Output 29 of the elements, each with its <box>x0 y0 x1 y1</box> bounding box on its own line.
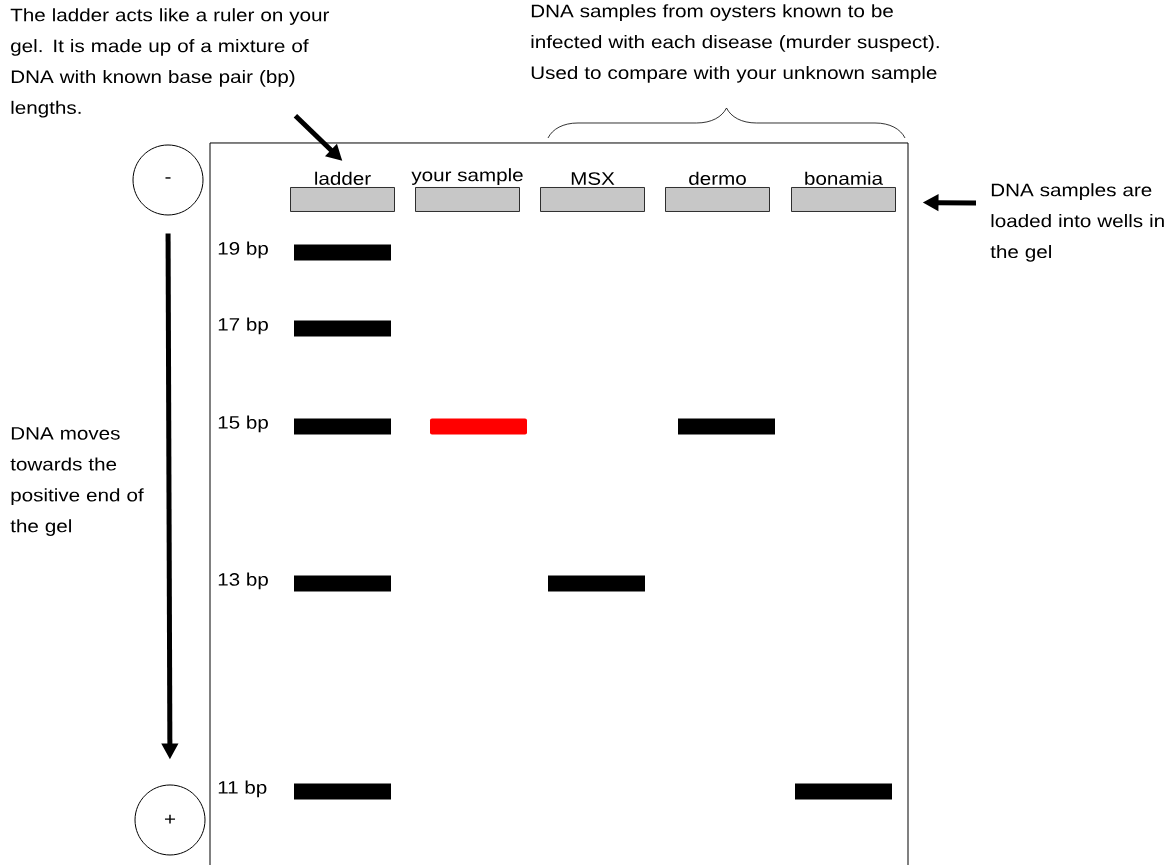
sample-well: bonamia <box>791 171 896 212</box>
dna-band <box>678 418 775 435</box>
sample-well: ladder <box>290 171 395 212</box>
node-label: MSX <box>571 172 615 185</box>
sample-well: your sample <box>411 168 523 212</box>
dna-band <box>294 320 391 337</box>
dna-band <box>294 783 391 800</box>
size-label: 17 bp <box>218 317 268 335</box>
dna-band <box>294 244 391 261</box>
dna-band <box>430 418 527 435</box>
dna-band <box>548 575 645 592</box>
gel-box <box>209 142 909 865</box>
size-label: 13 bp <box>218 572 268 590</box>
dna-band <box>294 575 391 592</box>
note-text: DNA samples from oysters known to be infected with each disease (murder suspect). Used to compare with your unknown sample <box>531 4 939 83</box>
node-label: dermo <box>689 171 746 185</box>
size-label: 19 bp <box>218 241 268 259</box>
size-label: 15 bp <box>218 415 268 433</box>
node-label: bonamia <box>805 171 884 185</box>
dna-band <box>294 418 391 435</box>
annotation-text: DNA samples are loaded into wells in the gel <box>990 183 1164 262</box>
sample-well: dermo <box>665 171 770 212</box>
dna-band <box>795 783 892 800</box>
node-label: ladder <box>315 171 371 185</box>
size-label: 11 bp <box>218 780 267 798</box>
annotation-text: The ladder acts like a ruler on your gel. It is made up of a mixture of DNA with known base pair (bp) lengths. <box>10 8 330 118</box>
note-text: DNA moves towards the positive end of the gel <box>10 427 144 536</box>
sample-well: MSX <box>540 172 645 212</box>
node-label: your sample <box>411 168 523 185</box>
